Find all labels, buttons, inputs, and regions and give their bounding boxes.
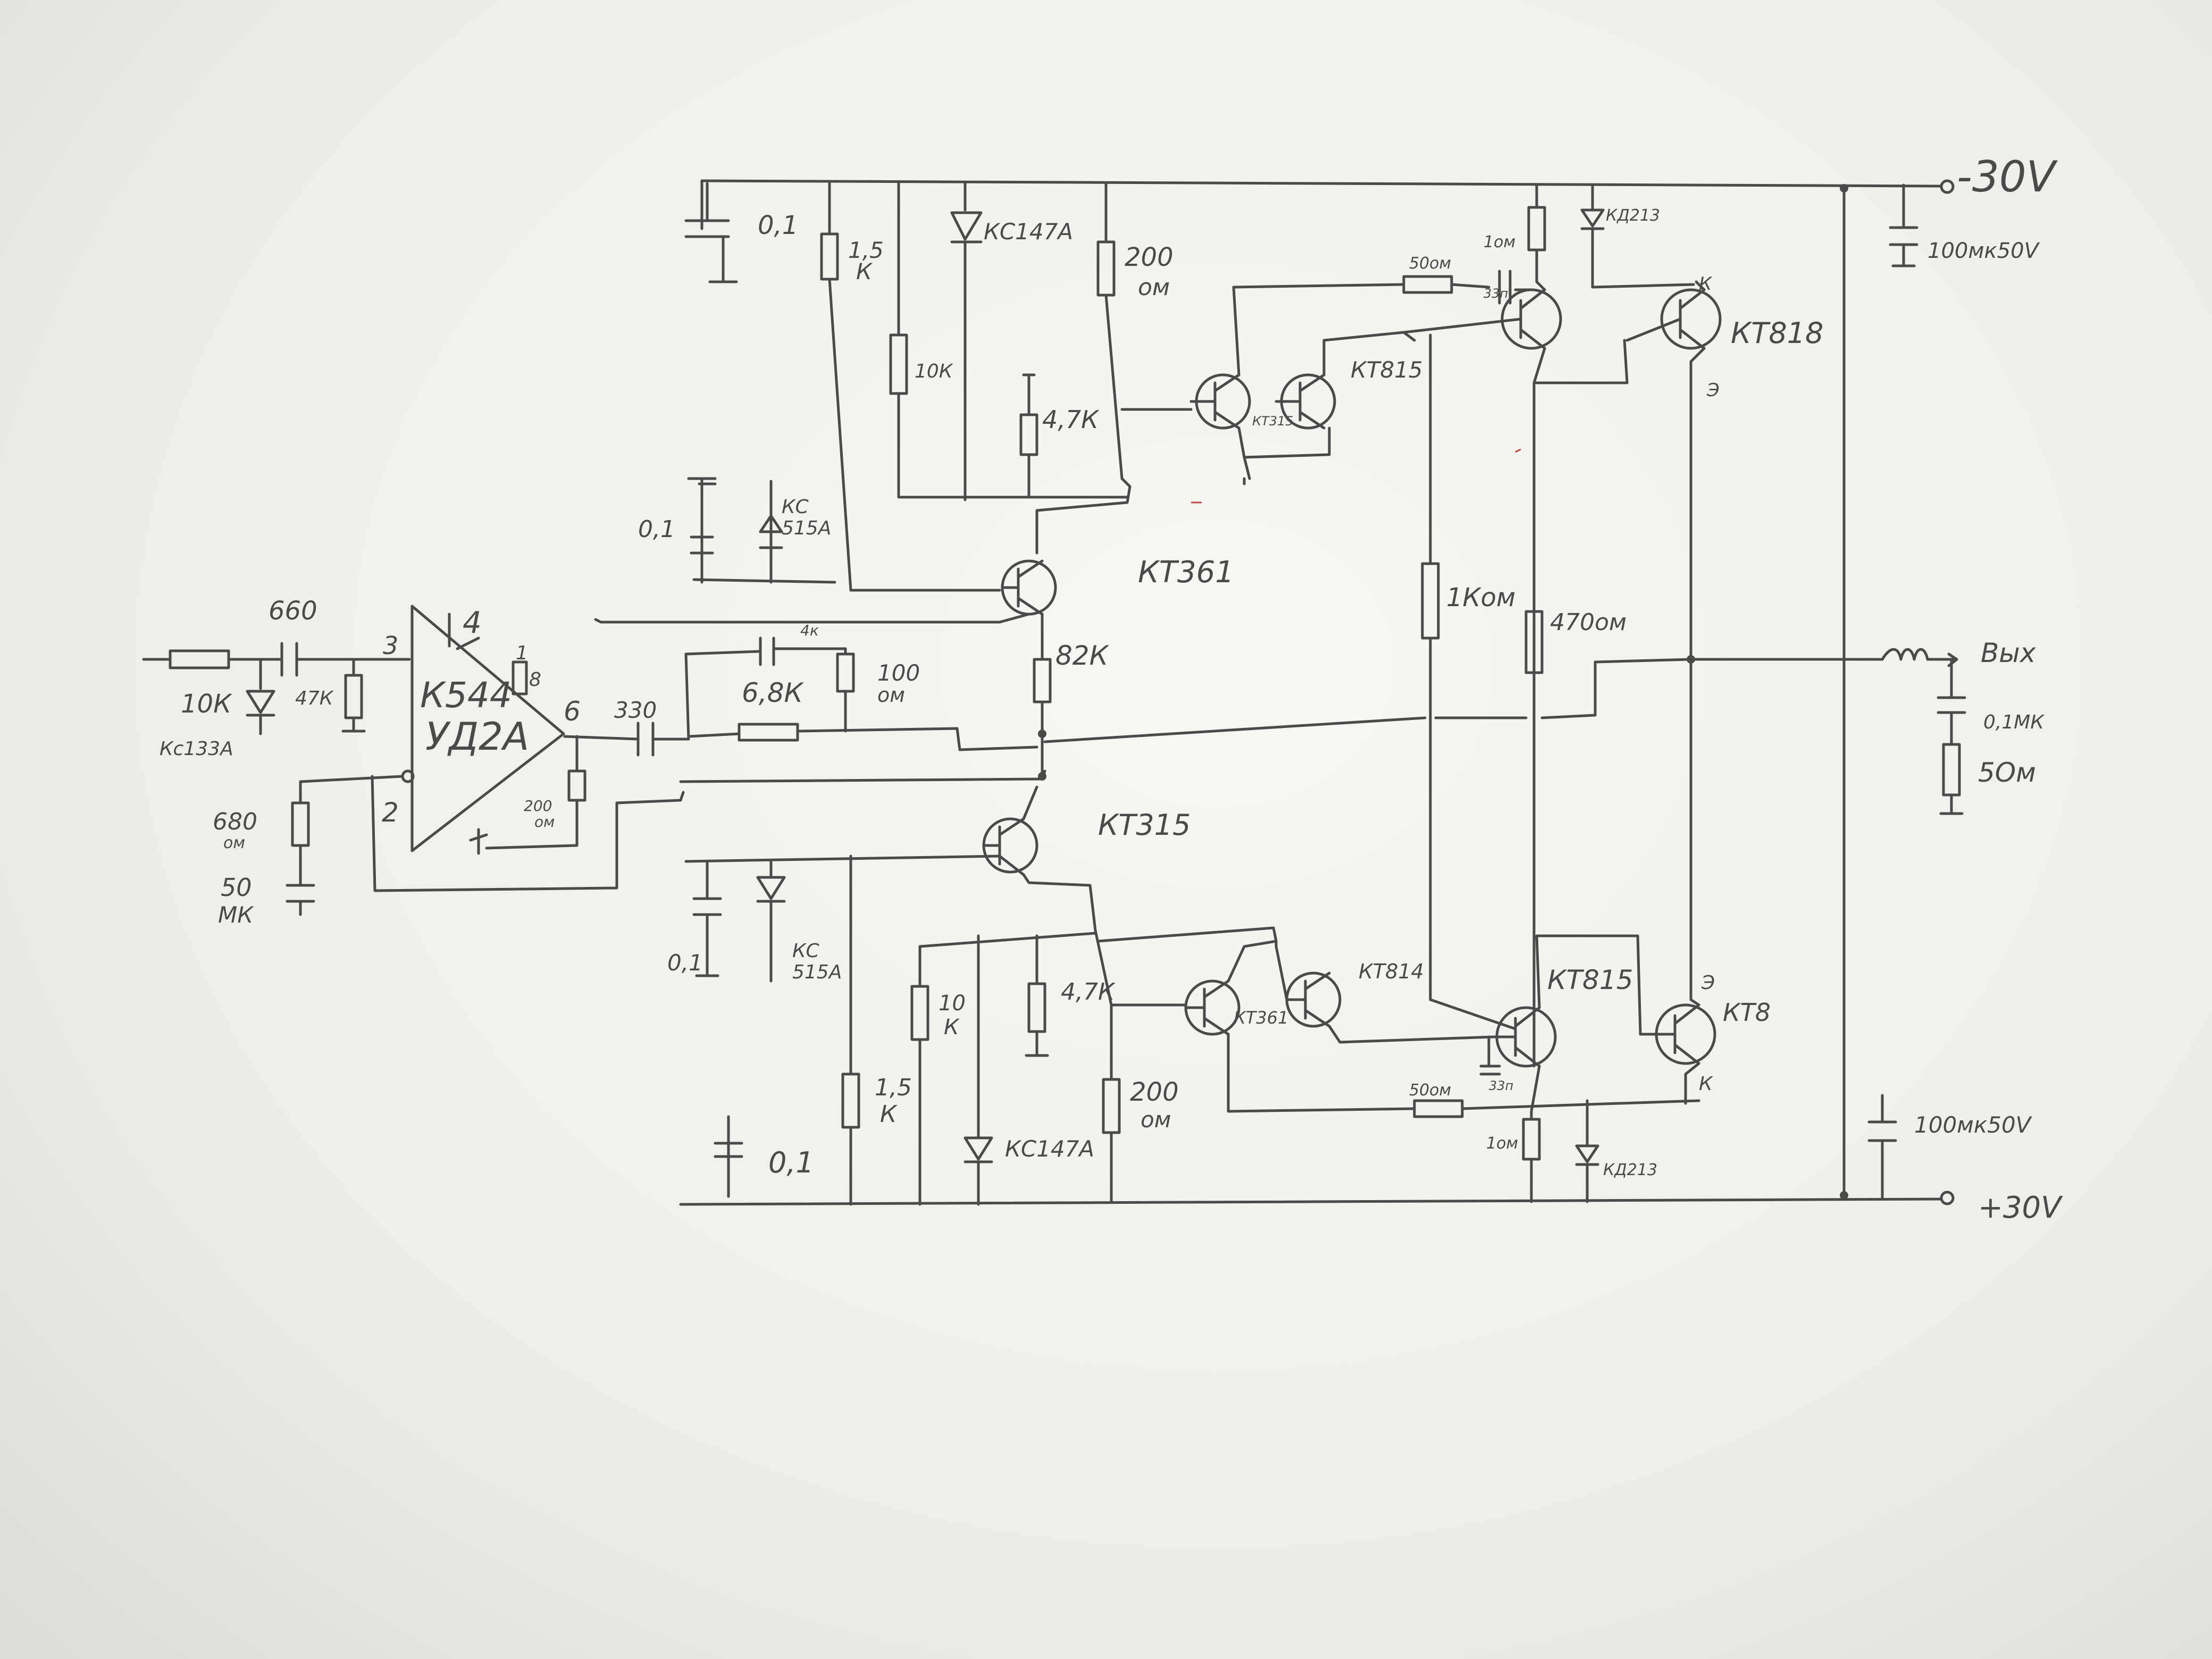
label-r-bot-200-b: ом [1141,1107,1171,1133]
label-q-kt315-top-small: КТ315 [1252,414,1294,429]
label-zener-515-top-a: КС [782,496,809,518]
transistor-kt361-upper [594,559,1057,775]
label-r-top-47k: 4,7К [1042,405,1100,434]
label-c-top-01: 0,1 [758,211,798,240]
label-c-mid-top-01: 0,1 [638,516,675,543]
label-r-bot-15-b: К [880,1101,898,1128]
label-c-bot-01: 0,1 [768,1146,814,1179]
pos-rail [679,1191,1955,1206]
label-r-bot-10k-b: К [944,1015,960,1040]
label-c-out: 0,1МК [1983,711,2045,733]
label-r-top-10k: 10К [915,361,953,382]
neg-rail [700,179,1955,194]
label-r-top-15-a: 1,5 [848,237,884,263]
lower-predriver-pair [1096,926,1700,1118]
label-opamp-name: К544 [420,675,512,716]
label-opamp-pin3: 3 [383,631,398,660]
label-zener-515-bot-b: 515А [792,961,842,983]
label-r-680: 680 [213,808,257,835]
inverting-input-network [286,775,685,916]
label-q-kt815-bot: КТ815 [1547,965,1633,995]
label-q-kt315-mid: КТ315 [1098,808,1191,842]
mid-resistors [1043,333,1692,1068]
label-r-1kom: 1Ком [1446,583,1515,613]
label-zener-top: КС147А [984,219,1073,245]
label-zener-bot: КС147А [1005,1136,1094,1162]
label-neg-supply: -30V [1957,152,2058,202]
label-pin-e-top: Э [1706,380,1720,401]
label-c-330: 330 [614,697,657,723]
label-q-kt814: КТ814 [1359,960,1424,983]
label-r-bot-10k-a: 10 [939,991,966,1016]
label-c-rail-top: 100мк50V [1928,239,2040,263]
label-r-470: 470ом [1550,609,1627,636]
label-q-kt361-bot: КТ361 [1234,1008,1288,1028]
label-r-47k: 47К [295,688,334,709]
label-r-bot-200-a: 200 [1130,1077,1179,1107]
label-opamp-pin2: 2 [382,797,399,828]
label-c-33-bot: 33п [1489,1078,1513,1093]
upper-bias-network [684,179,1193,592]
upper-driver-power [1402,185,1722,719]
label-q-kt8: КТ8 [1723,998,1771,1027]
label-c-50mk-a: 50 [221,873,252,902]
lower-driver-power [1429,660,1716,1203]
label-d-kd213-bot: КД213 [1603,1161,1657,1179]
label-r-100-a: 100 [877,660,920,686]
label-r-1om-bot: 1ом [1486,1134,1518,1153]
label-pin-k-top: К [1699,273,1713,295]
label-r-680-unit: ом [223,834,245,852]
capacitor-rail-top [1889,183,1918,267]
label-r-50-top: 50ом [1409,254,1451,273]
lower-bias-network [692,860,1187,1206]
label-r-in: 10К [181,689,232,719]
label-opamp-pin8: 8 [529,669,541,691]
label-r-1om-top: 1ом [1484,233,1515,252]
label-opamp-pin1: 1 [516,642,528,664]
label-r-200-fb-b: ом [534,813,555,831]
label-r-82k: 82К [1055,640,1110,671]
label-opamp-subname: УД2А [425,714,529,759]
label-pin-k-bot: К [1699,1073,1713,1095]
label-r-bot-15-a: 1,5 [875,1074,912,1101]
label-c-in: 660 [269,596,317,626]
label-r-bot-47k: 4,7К [1061,978,1116,1006]
label-q-kt815-top: КТ815 [1351,357,1423,383]
label-q-kt361-top: КТ361 [1138,555,1234,590]
feedback-network [485,636,1046,850]
label-q-kt818: КТ818 [1731,316,1823,350]
label-zener-in: Кс133А [160,738,233,760]
label-r-top-200-b: ом [1138,274,1170,301]
output-network [1687,648,1966,815]
label-r-top-200-a: 200 [1125,242,1174,272]
label-pin-e-bot: Э [1701,972,1715,994]
label-opamp-pin4: 4 [463,606,482,640]
label-r-200-fb-a: 200 [524,797,552,815]
label-out: Вых [1981,638,2036,668]
transistor-kt315-lower [684,730,1097,1076]
label-r-100-b: ом [877,683,905,707]
capacitor-rail-bottom [1867,1094,1897,1201]
label-pos-supply: +30V [1978,1191,2063,1225]
label-r-50-bot: 50ом [1409,1081,1451,1100]
label-c-50mk-b: МК [218,902,254,928]
label-zener-515-bot-a: КС [792,940,820,962]
label-d-kd213-top: КД213 [1606,206,1660,225]
label-opamp-pin6: 6 [564,696,581,727]
label-r-68k: 6,8К [742,677,805,708]
input-network [142,642,411,735]
label-r-out: 5Ом [1978,757,2036,788]
upper-predriver-pair [1189,270,1533,485]
label-c-4k-small: 4к [800,622,819,639]
label-r-top-15-b: К [856,258,873,284]
label-zener-515-top-b: 515А [782,517,831,539]
label-c-mid-bot-01: 0,1 [667,950,703,976]
label-c-33-top: 33п [1484,286,1508,301]
label-c-rail-bot: 100мк50V [1914,1112,2033,1138]
